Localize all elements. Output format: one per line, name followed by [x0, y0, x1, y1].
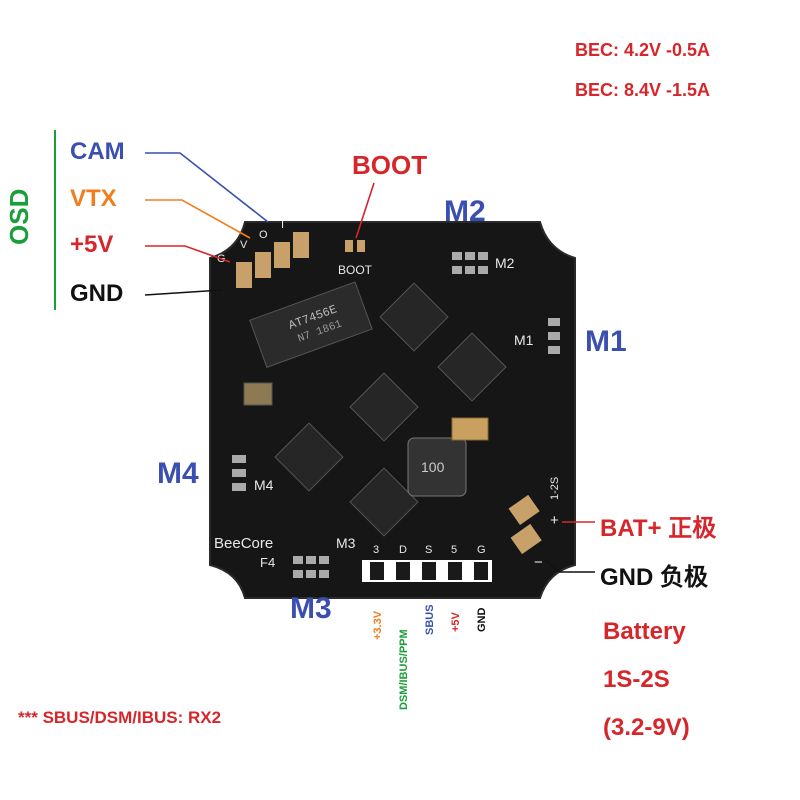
- crystal: [243, 382, 273, 406]
- inductor: [407, 437, 467, 497]
- osd-pad-label-v: V: [240, 239, 248, 251]
- osd-vtx-label: VTX: [70, 185, 117, 212]
- m1-pads: [548, 318, 560, 354]
- silk-brand: BeeCore: [214, 535, 273, 552]
- rx-pin-gnd-label: GND: [476, 607, 488, 632]
- m3-pads: [293, 556, 329, 578]
- motor-m4-label: M4: [157, 457, 199, 490]
- silk-f4: F4: [260, 555, 275, 570]
- osd-pad-label-i: I: [281, 219, 284, 231]
- silk-m2: M2: [495, 255, 515, 271]
- esc-chips: [274, 282, 507, 537]
- inductor-marking: 100: [421, 459, 445, 475]
- rx-note: *** SBUS/DSM/IBUS: RX2: [18, 708, 222, 727]
- leader-line-5v: [145, 245, 231, 263]
- osd-chip: AT7456E N7 1861: [249, 281, 373, 368]
- leader-line-bat-gnd: [544, 559, 595, 573]
- rx-pin-dsm-label: DSM/IBUS/PPM: [398, 629, 410, 710]
- silk-m3: M3: [336, 535, 356, 551]
- osd-5v-label: +5V: [70, 231, 114, 258]
- battery-pads: [508, 494, 542, 555]
- boot-pad: [345, 240, 353, 252]
- rx-pad-letter: D: [399, 544, 407, 556]
- silk-cells: 1-2S: [549, 477, 561, 500]
- motor-m2-label: M2: [444, 195, 486, 228]
- rx-pad-letter: 5: [451, 544, 457, 556]
- bec-spec-2: BEC: 8.4V -1.5A: [575, 80, 711, 100]
- osd-gnd-label: GND: [70, 280, 124, 307]
- osd-cam-label: CAM: [70, 138, 125, 165]
- motor-m1-label: M1: [585, 325, 627, 358]
- bat-gnd-label: GND 负极: [600, 564, 708, 591]
- bat-plus-label: BAT+ 正极: [600, 515, 717, 542]
- battery-range: (3.2-9V): [603, 714, 690, 741]
- leader-line-cam: [145, 152, 269, 223]
- leader-line-gnd: [144, 289, 223, 296]
- rx-pin-5v-label: +5V: [450, 612, 462, 632]
- silk-plus: +: [550, 512, 559, 529]
- osd-pads: G V O I: [217, 219, 309, 288]
- osd-pad-label-o: O: [259, 229, 268, 241]
- leader-line-boot: [355, 182, 375, 239]
- rx-pad-letter: S: [425, 544, 432, 556]
- silk-boot: BOOT: [338, 263, 373, 277]
- rx-pin-33v-label: +3.3V: [372, 610, 384, 640]
- m4-pads: [232, 455, 246, 491]
- rx-pads: [362, 560, 492, 582]
- motor-m3-label: M3: [290, 592, 332, 625]
- silk-m4: M4: [254, 477, 274, 493]
- battery-title: Battery: [603, 618, 686, 645]
- rx-pad-letter: 3: [373, 544, 379, 556]
- rx-pin-sbus-label: SBUS: [424, 604, 436, 635]
- osd-label: OSD: [4, 188, 34, 245]
- rx-pad-letters: 3 D S 5 G: [373, 544, 486, 556]
- silk-m1: M1: [514, 332, 534, 348]
- battery-cells: 1S-2S: [603, 666, 670, 693]
- boot-pad: [357, 240, 365, 252]
- boot-label: BOOT: [352, 150, 428, 180]
- bec-spec-1: BEC: 4.2V -0.5A: [575, 40, 711, 60]
- capacitor: [451, 417, 489, 441]
- m2-pads: [452, 252, 488, 274]
- silk-minus: −: [534, 554, 543, 571]
- leader-line-vtx: [145, 199, 251, 239]
- rx-pad-letter: G: [477, 544, 486, 556]
